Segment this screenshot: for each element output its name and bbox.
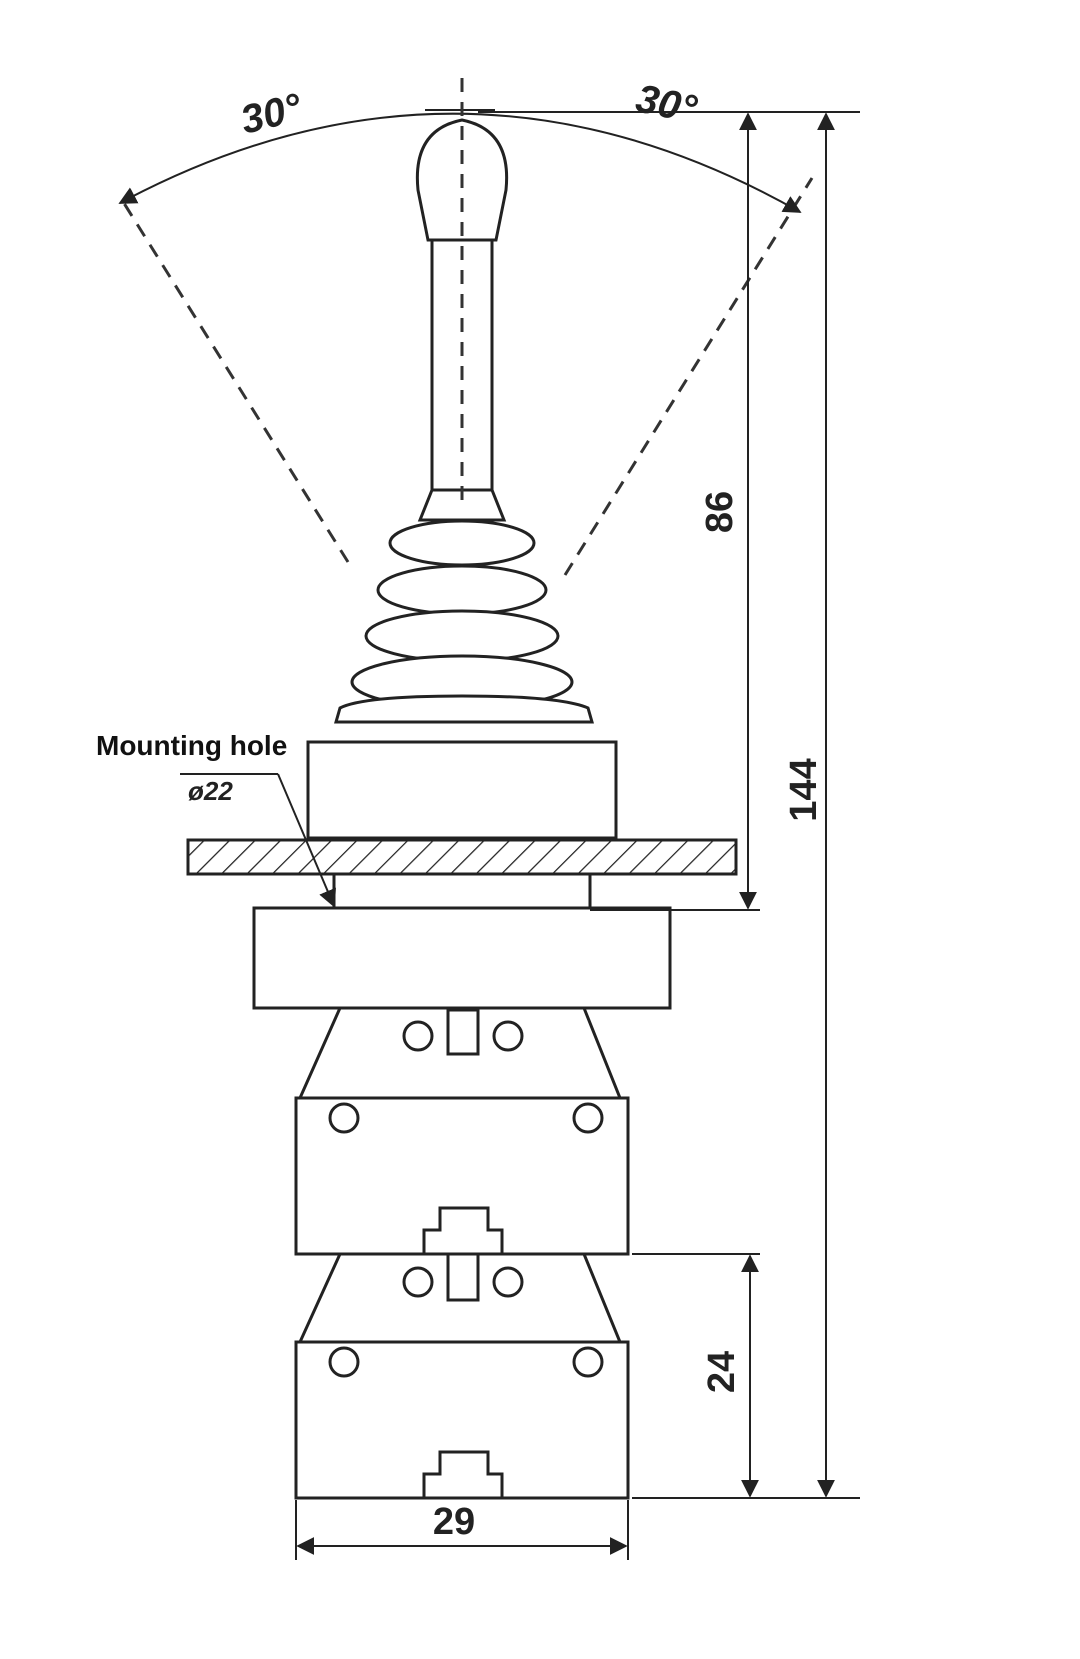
joystick-lever [415, 78, 509, 522]
contact-block-2-screw-left [402, 1266, 434, 1298]
dimension-24-label: 24 [701, 1351, 743, 1393]
mounting-hole-callout: Mounting hole ø22 [96, 730, 336, 908]
rubber-boot [334, 518, 594, 724]
boot-ring-2 [376, 564, 548, 616]
mounting-hole-label: Mounting hole [96, 730, 287, 761]
dimension-29-label: 29 [433, 1501, 475, 1543]
contact-block-1-terminal-left [328, 1102, 360, 1134]
contact-block-2-terminal-left [328, 1346, 360, 1378]
right-angle-label: 30° [632, 76, 701, 132]
contact-block-1 [294, 1006, 630, 1256]
contact-block-1-screw-left [402, 1020, 434, 1052]
dimension-86-label: 86 [699, 491, 741, 533]
dimension-86: 86 [699, 112, 757, 910]
mounting-panel [186, 838, 738, 876]
upper-housing [306, 740, 618, 840]
boot-base [334, 694, 594, 724]
contact-block-2-terminal-right [572, 1346, 604, 1378]
dimension-144-label: 144 [783, 758, 825, 821]
boot-ring-1 [388, 519, 536, 567]
lever-collar [417, 488, 507, 522]
contact-block-2-plunger [446, 1252, 480, 1302]
dimension-29: 29 [295, 1500, 629, 1560]
mounting-flange [252, 906, 672, 1010]
dimension-144: 144 [783, 112, 835, 1498]
left-swing-line [120, 199, 350, 563]
boot-ring-3 [364, 609, 560, 663]
contact-block-1-plunger [446, 1008, 480, 1056]
contact-block-2 [294, 1252, 630, 1500]
contact-block-2-screw-right [492, 1266, 524, 1298]
contact-block-1-screw-right [492, 1020, 524, 1052]
contact-block-2-actuator [422, 1450, 504, 1500]
contact-block-1-actuator [422, 1206, 504, 1256]
dimension-24: 24 [701, 1254, 759, 1498]
panel-nut [332, 872, 592, 910]
right-swing-line [563, 177, 814, 576]
contact-block-1-terminal-right [572, 1102, 604, 1134]
mounting-hole-diameter: ø22 [188, 776, 233, 806]
callout-leader [277, 773, 336, 908]
